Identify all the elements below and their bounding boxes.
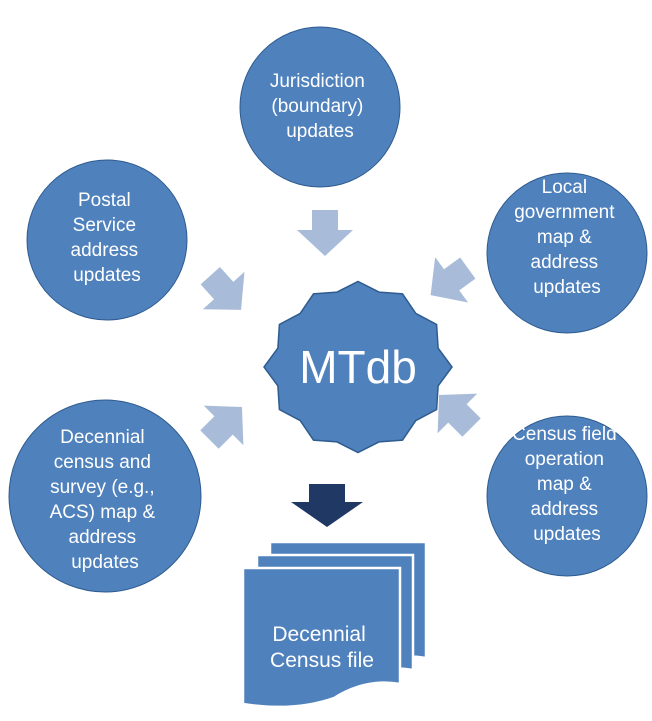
arrow-jurisdiction-to-hub [297, 210, 353, 256]
hub-star-shape [263, 280, 453, 454]
node-census-field-label: Census field operation map & address upd… [512, 424, 622, 545]
arrow-local-government-to-hub [430, 257, 476, 303]
output-document-stack: Decennial Census file [241, 540, 428, 709]
node-postal-service-label: Postal Service address updates [71, 190, 144, 286]
node-local-government: Local government map & address updates [486, 172, 648, 334]
node-jurisdiction: Jurisdiction (boundary) updates [239, 26, 401, 188]
node-census-field: Census field operation map & address upd… [486, 415, 648, 577]
node-decennial-survey: Decennial census and survey (e.g., ACS) … [8, 399, 202, 593]
arrow-hub-to-output [291, 484, 363, 527]
arrow-postal-to-hub [200, 266, 245, 310]
node-local-government-label: Local government map & address updates [514, 177, 620, 298]
document-page-front [241, 566, 402, 709]
arrow-census-field-to-hub [437, 393, 481, 437]
arrow-decennial-survey-to-hub [200, 405, 244, 449]
hub-mtdb: MTdb [263, 280, 453, 454]
output-document-label: Decennial Census file [270, 623, 374, 672]
node-postal-service: Postal Service address updates [26, 159, 188, 321]
node-decennial-survey-label: Decennial census and survey (e.g., ACS) … [50, 427, 161, 573]
node-jurisdiction-label: Jurisdiction (boundary) updates [270, 71, 370, 142]
hub-label: MTdb [299, 341, 417, 393]
